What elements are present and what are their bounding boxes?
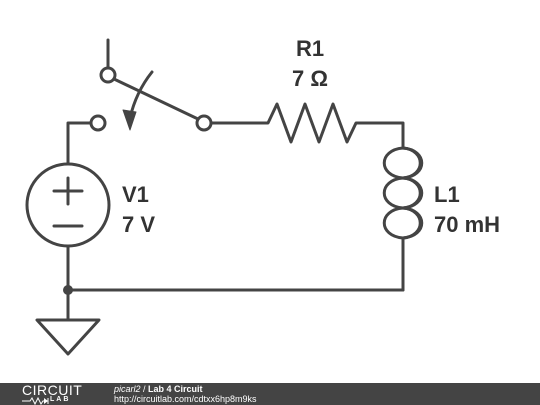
switch-blade	[112, 77, 200, 121]
l1-value-label: 70 mH	[434, 212, 500, 237]
circuitlab-logo-subtext: LAB	[50, 396, 71, 403]
switch-common-terminal	[99, 66, 117, 84]
circuit-schematic: R1 7 Ω V1 7 V L1 70 mH	[25, 36, 500, 356]
ground-symbol	[35, 318, 101, 356]
r1-value-label: 7 Ω	[292, 66, 328, 91]
switch-left-terminal	[89, 114, 107, 132]
l1-inductor-loops	[382, 146, 424, 240]
l1-inductor	[401, 146, 422, 292]
v1-value-label: 7 V	[122, 212, 155, 237]
v1-name-label: V1	[122, 182, 149, 207]
circuitlab-logo-icon	[22, 397, 49, 405]
l1-name-label: L1	[434, 182, 460, 207]
switch-arrow-head	[122, 109, 137, 131]
circuitlab-logo-text: CIRCUIT	[22, 382, 83, 398]
footer-bar: CIRCUIT LAB picarl2 / Lab 4 Circuit http…	[0, 383, 540, 405]
spdt-switch	[89, 38, 213, 132]
wire-left-top	[66, 121, 93, 166]
footer-title: Lab 4 Circuit	[148, 384, 203, 394]
footer-separator: /	[140, 384, 149, 394]
junction-dot	[63, 285, 73, 295]
r1-name-label: R1	[296, 36, 324, 61]
footer-author[interactable]: picarl2	[114, 384, 141, 394]
footer-url-link[interactable]: http://circuitlab.com/cdtxx6hp8m9ks	[114, 394, 257, 404]
footer-credit: picarl2 / Lab 4 Circuit	[114, 384, 203, 394]
r1-resistor	[209, 102, 405, 150]
